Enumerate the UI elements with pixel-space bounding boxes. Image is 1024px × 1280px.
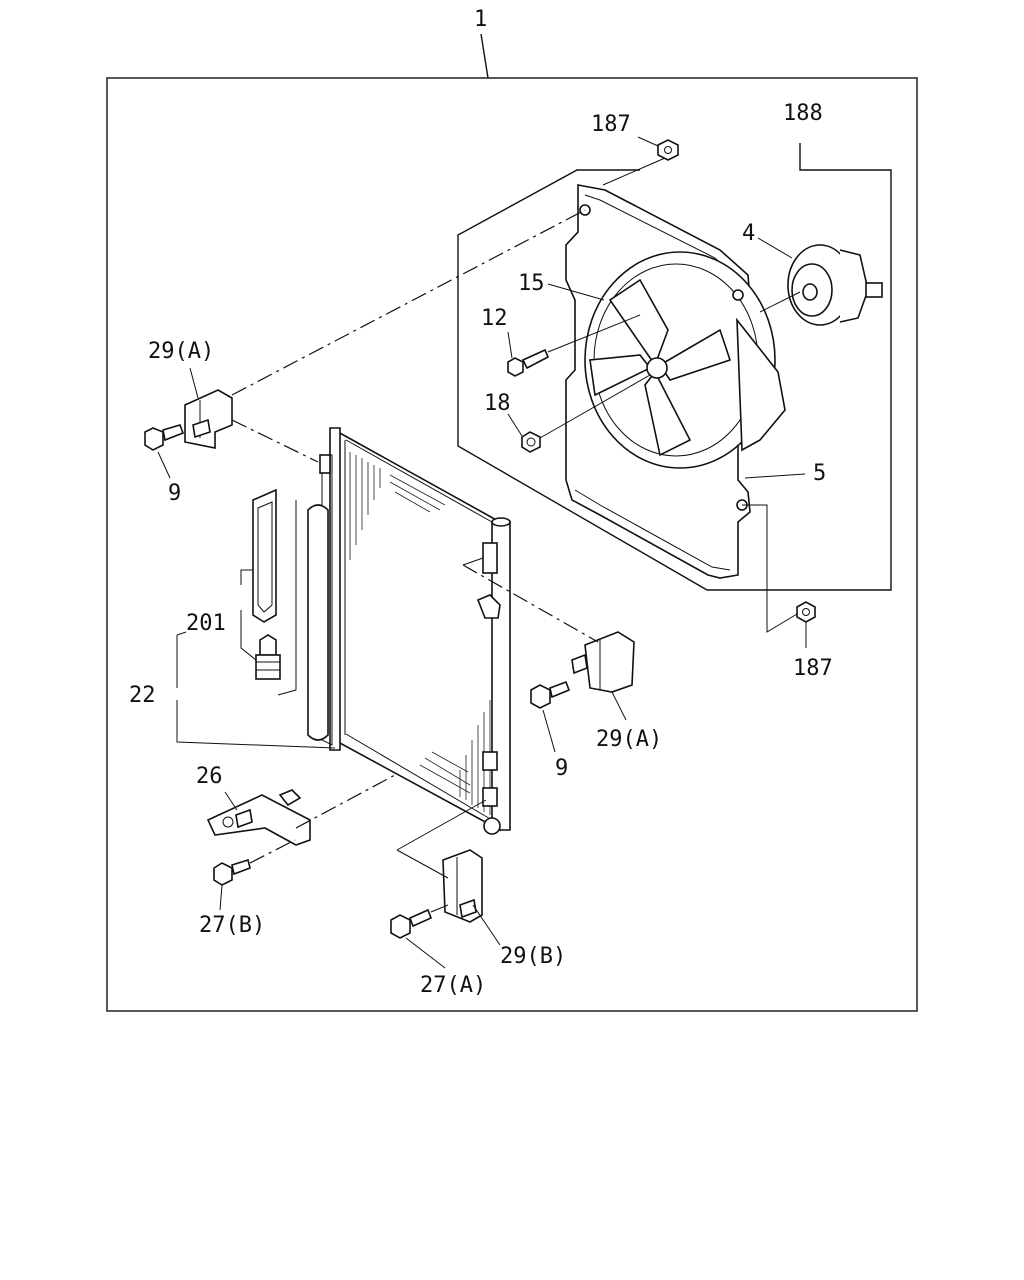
bracket-29a-right [571,631,635,693]
condenser-core [337,430,501,832]
label-29b: 29(B) [500,944,566,969]
label-201: 201 [186,611,226,636]
label-29a-left: 29(A) [148,339,214,364]
bolt-9-left [144,424,185,451]
label-4: 4 [742,221,755,246]
label-187-top: 187 [591,112,631,137]
label-9-left: 9 [168,481,181,506]
bracket-29a-left [184,389,233,449]
label-1: 1 [474,7,487,32]
label-27a: 27(A) [420,973,486,998]
label-188: 188 [783,101,823,126]
label-12: 12 [481,306,508,331]
nut-187-bottom [796,601,816,623]
assembly-frame [106,77,918,1012]
label-187-bottom: 187 [793,656,833,681]
label-29a-right: 29(A) [596,727,662,752]
lower-bracket-26 [206,789,311,846]
desiccant-bag [252,488,277,623]
shroud-group-outline [457,143,892,591]
bolt-27b [213,858,251,886]
fan-blades [589,278,732,457]
fan-shroud-group [457,143,892,591]
label-15: 15 [518,271,545,296]
label-26: 26 [196,764,223,789]
label-18: 18 [484,391,511,416]
label-5: 5 [813,461,826,486]
bolt-9-right [530,680,571,709]
shroud-seal [736,317,786,452]
nut-18 [521,431,541,453]
bracket-29b [442,849,483,923]
fan-motor [759,244,883,326]
screw-12 [507,348,550,377]
nut-187-top [657,139,679,161]
dryer-plug [255,634,281,680]
label-22: 22 [129,683,156,708]
label-9-right: 9 [555,756,568,781]
receiver-dryer [307,504,329,741]
assembly-leader [480,33,489,79]
label-27b: 27(B) [199,913,265,938]
bolt-27a [390,908,433,939]
